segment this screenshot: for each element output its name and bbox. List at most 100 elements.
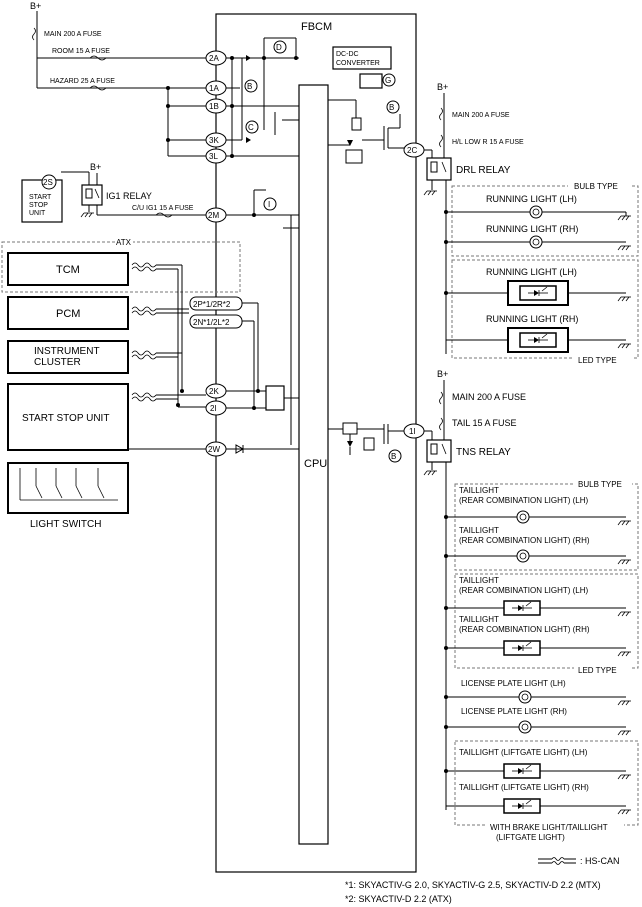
- svg-text:2A: 2A: [209, 54, 219, 63]
- cpu-block: [298, 84, 329, 845]
- hl-low-fuse: H/L LOW R 15 A FUSE: [452, 139, 524, 146]
- ref-b-upper: B: [244, 79, 258, 93]
- drl-bulb-type-label: BULB TYPE: [574, 182, 618, 191]
- room-fuse: ROOM 15 A FUSE: [52, 48, 110, 55]
- taillight-lh-led-label: TAILLIGHT(REAR COMBINATION LIGHT) (LH): [459, 576, 589, 595]
- taillight-rh-led: [503, 640, 541, 656]
- running-light-lh-led-label: RUNNING LIGHT (LH): [486, 267, 577, 277]
- drl-led-type-label: LED TYPE: [578, 356, 617, 365]
- drl-bplus: B+: [437, 82, 448, 92]
- svg-text:D: D: [276, 43, 282, 52]
- taillight-rh-bulb-label: TAILLIGHT(REAR COMBINATION LIGHT) (RH): [459, 526, 590, 545]
- liftgate-group: [454, 740, 639, 826]
- svg-text:2N*1/2L*2: 2N*1/2L*2: [193, 318, 230, 327]
- svg-text:: HS-CAN: : HS-CAN: [580, 856, 620, 866]
- running-light-rh-led: [507, 327, 569, 353]
- tns-relay-label: TNS RELAY: [456, 447, 511, 458]
- running-light-rh-led-label: RUNNING LIGHT (RH): [486, 314, 578, 324]
- terminal-1a: 1A: [205, 80, 227, 96]
- cpu-label: CPU: [304, 458, 327, 470]
- svg-text:3L: 3L: [209, 152, 218, 161]
- terminal-2n-2l: 2N*1/2L*2: [189, 314, 243, 329]
- tns-bulb-group: [454, 483, 639, 571]
- terminal-2w: 2W: [205, 441, 227, 457]
- tns-bulb-type-label: BULB TYPE: [578, 480, 622, 489]
- ref-b-drl: B: [386, 100, 400, 114]
- svg-text:3K: 3K: [209, 136, 219, 145]
- tns-led-group: [454, 573, 639, 669]
- running-light-rh-bulb-label: RUNNING LIGHT (RH): [486, 224, 578, 234]
- svg-text:1B: 1B: [209, 102, 219, 111]
- ig1-relay-label: IG1 RELAY: [106, 191, 152, 201]
- atx-label: ATX: [116, 238, 132, 247]
- terminal-2c: 2C: [403, 142, 425, 158]
- svg-text:1A: 1A: [209, 84, 219, 93]
- footnote-1: *1: SKYACTIV-G 2.0, SKYACTIV-G 2.5, SKYA…: [345, 880, 601, 890]
- running-light-lh-led: [507, 280, 569, 306]
- dcdc-converter: [332, 46, 392, 70]
- tail-fuse: TAIL 15 A FUSE: [452, 418, 517, 428]
- hazard-fuse: HAZARD 25 A FUSE: [50, 78, 115, 85]
- svg-text:I: I: [268, 200, 270, 209]
- svg-text:B: B: [247, 82, 252, 91]
- svg-text:1I: 1I: [409, 427, 416, 436]
- running-light-lh-bulb-label: RUNNING LIGHT (LH): [486, 194, 577, 204]
- tns-bplus: B+: [437, 369, 448, 379]
- ref-c: C: [245, 120, 259, 134]
- terminal-2m: 2M: [205, 207, 227, 223]
- fbcm-title: FBCM: [301, 21, 332, 33]
- cu-ig1-fuse: C/U IG1 15 A FUSE: [132, 205, 194, 212]
- terminal-3k: 3K: [205, 132, 227, 148]
- svg-text:2I: 2I: [210, 404, 217, 413]
- license-plate-lh-label: LICENSE PLATE LIGHT (LH): [461, 679, 566, 688]
- terminal-2p-2r: 2P*1/2R*2: [189, 296, 243, 311]
- drl-led-group: [451, 259, 639, 359]
- liftgate-rh-led: [503, 798, 541, 814]
- svg-text:2S: 2S: [43, 178, 53, 187]
- connector-2s: 2S: [41, 174, 57, 190]
- bplus-top: B+: [30, 1, 41, 11]
- footnote-2: *2: SKYACTIV-D 2.2 (ATX): [345, 894, 452, 904]
- liftgate-lh-label: TAILLIGHT (LIFTGATE LIGHT) (LH): [459, 748, 588, 757]
- tns-led-type-label: LED TYPE: [578, 666, 617, 675]
- svg-text:2K: 2K: [209, 387, 219, 396]
- svg-text:2C: 2C: [407, 146, 417, 155]
- dcdc-switch: [359, 73, 383, 89]
- light-switch-module: [7, 462, 129, 514]
- ref-b-tns: B: [388, 449, 402, 463]
- with-brake-label: WITH BRAKE LIGHT/TAILLIGHT(LIFTGATE LIGH…: [490, 823, 608, 842]
- taillight-rh-led-label: TAILLIGHT(REAR COMBINATION LIGHT) (RH): [459, 615, 590, 634]
- taillight-lh-led: [503, 600, 541, 616]
- drl-bulb-group: [451, 185, 639, 257]
- svg-text:C: C: [248, 123, 254, 132]
- taillight-lh-bulb-label: TAILLIGHT(REAR COMBINATION LIGHT) (LH): [459, 486, 589, 505]
- terminal-1b: 1B: [205, 98, 227, 114]
- svg-text:PCM: PCM: [56, 308, 80, 320]
- bplus-ig1: B+: [90, 162, 101, 172]
- svg-text:START STOP UNIT: START STOP UNIT: [22, 413, 109, 424]
- atx-group: [1, 241, 241, 293]
- ref-d: D: [273, 40, 287, 54]
- main-fuse-top: MAIN 200 A FUSE: [44, 31, 102, 38]
- terminal-2k: 2K: [205, 383, 227, 399]
- ref-g: G: [382, 73, 396, 87]
- liftgate-rh-label: TAILLIGHT (LIFTGATE LIGHT) (RH): [459, 783, 589, 792]
- svg-text:2W: 2W: [208, 445, 220, 454]
- pcm-module: PCM: [7, 296, 129, 330]
- tns-main-fuse: MAIN 200 A FUSE: [452, 392, 526, 402]
- hscan-legend: : HS-CAN: [538, 856, 620, 866]
- terminal-3l: 3L: [205, 148, 227, 164]
- terminal-2a: 2A: [205, 50, 227, 66]
- license-plate-rh-label: LICENSE PLATE LIGHT (RH): [461, 707, 567, 716]
- ref-i: I: [263, 197, 277, 211]
- svg-text:G: G: [385, 76, 391, 85]
- terminal-1i: 1I: [403, 423, 425, 439]
- svg-text:TCM: TCM: [56, 264, 80, 276]
- can-transceiver: [265, 385, 285, 411]
